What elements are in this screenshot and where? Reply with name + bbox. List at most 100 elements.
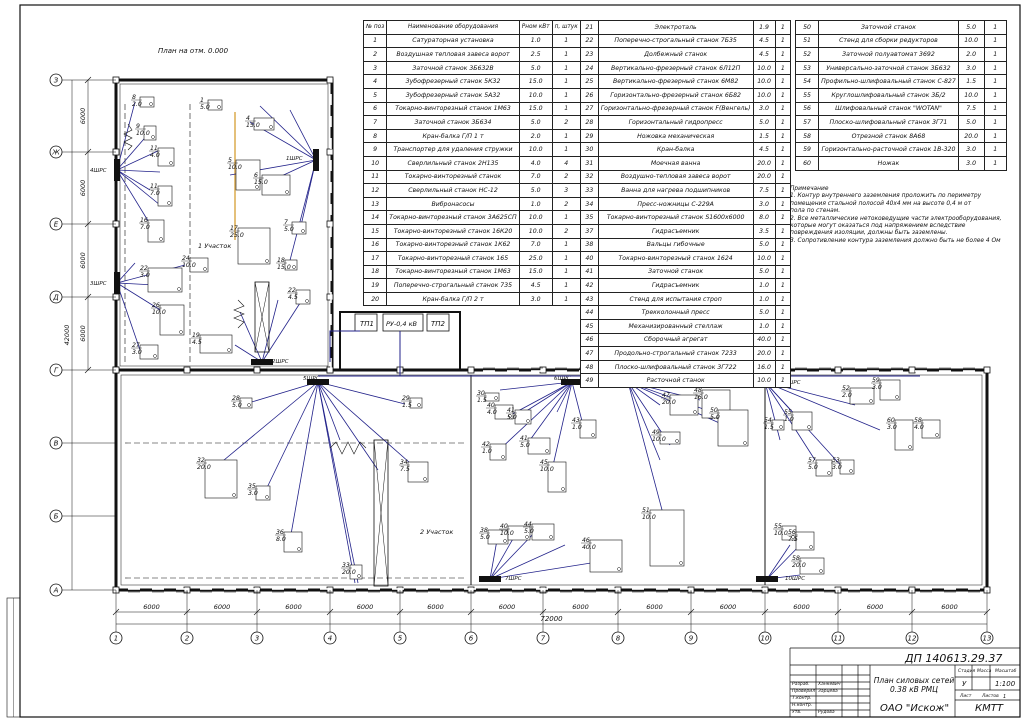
equipment-power: 15.0 [277,264,291,271]
equipment-number: 42 [482,441,490,448]
equipment [484,392,500,402]
name-developer: Ханкевич [818,682,841,687]
equipment-power: 2.0 [842,392,852,399]
equipment-number: 55 [774,523,782,530]
cell-name: Горизонтально-фрезерный станок 6Б82 [597,87,754,103]
cell-position: 56 [794,101,820,117]
equipment-number: 11 [150,183,158,190]
equipment-power: 5.0 [808,464,818,471]
cell-power: 3.0 [957,60,985,76]
cell-power: 10.0 [752,373,776,389]
equipment-number: 50 [710,407,718,414]
spring-coil [123,123,133,151]
cell-power: 4.5 [518,278,553,293]
cell-position: 41 [580,264,599,280]
cell-name: Заточной полуавтомат 3692 [818,47,959,62]
equipment-connection [417,403,421,407]
equipment-number: 58 [914,417,922,424]
cable-line [317,381,419,471]
axis-number: 1 [114,635,118,643]
axis-bubble [49,363,63,377]
cell-name: Расточной станок [597,373,754,389]
cell-power: 5.0 [752,305,776,321]
axis-number: 8 [616,635,621,643]
column [326,366,334,374]
cell-power: 4.5 [752,33,776,49]
plan-title: План на отм. 0.000 [158,47,229,55]
equipment-number: 38 [480,527,488,534]
cell-power: 1.5 [957,74,985,89]
distribution-cabinet [251,359,273,365]
cell-position: 3 [362,60,388,76]
cell-quantity: 1 [774,319,792,334]
distribution-cabinet [114,272,120,294]
equipment-number: 57 [808,457,816,464]
distribution-cabinet [114,159,120,181]
header-position: № поз [362,20,388,35]
cell-quantity: 1 [774,115,792,130]
cell-power: 3.0 [957,142,985,157]
section-2-label: 2 Участок [420,528,453,536]
equipment-connection [177,287,181,291]
equipment-connection [149,102,153,106]
equipment-connection [526,419,530,423]
cell-name: Моечная ванна [597,155,754,171]
cell-position: 17 [362,251,388,266]
cell-quantity: 1 [774,196,792,212]
scale-value: 1:100 [995,680,1016,688]
cable-line [556,381,573,413]
equipment-power: 3.0 [887,424,897,431]
spring-coil [329,441,367,455]
equipment-connection [285,190,289,194]
cell-power: 25.0 [518,251,553,266]
equipment-power: 5.0 [520,442,530,449]
cell-quantity: 1 [774,60,792,76]
equipment [921,419,941,439]
equipment-power: 4.0 [487,409,497,416]
cell-name: Сверлильный станок 2Н135 [386,155,520,171]
equipment-power: 5.0 [284,226,294,233]
equipment-number: 60 [887,417,895,424]
equipment [139,344,159,360]
cable-line [116,169,161,206]
equipment-number: 5 [228,157,232,164]
cable-line [287,159,317,269]
cell-name: Плоско-шлифовальный станок 3Г722 [597,359,754,375]
axis-letter: Г [54,367,59,375]
cell-power: 1.0 [752,319,776,334]
cell-quantity: 1 [551,128,581,144]
axis-bubble [49,73,63,87]
equipment-connection [169,161,173,165]
dim-text: 6000 [499,603,516,611]
equipment [579,419,597,439]
cell-power: 15.0 [518,101,553,117]
cell-position: 48 [580,359,599,375]
equipment [894,419,914,451]
equipment-number: 26 [152,302,160,309]
header-power: Рном кВт [518,20,553,35]
cable-line [239,311,263,363]
cell-power: 3.0 [752,196,776,212]
cell-quantity: 1 [551,264,581,280]
cell-power: 20.0 [957,128,985,144]
equipment-number: 41 [507,407,515,414]
cell-position: 4 [362,74,388,89]
cell-position: 58 [794,128,820,144]
cell-quantity: 1 [774,373,792,389]
equipment-connection [679,561,683,565]
cell-position: 15 [362,223,388,239]
cable-line [211,381,319,471]
cell-power: 1.0 [752,278,776,293]
equipment-connection [227,348,231,352]
axis-bubble [180,631,194,645]
equipment-number: 16 [140,217,148,224]
